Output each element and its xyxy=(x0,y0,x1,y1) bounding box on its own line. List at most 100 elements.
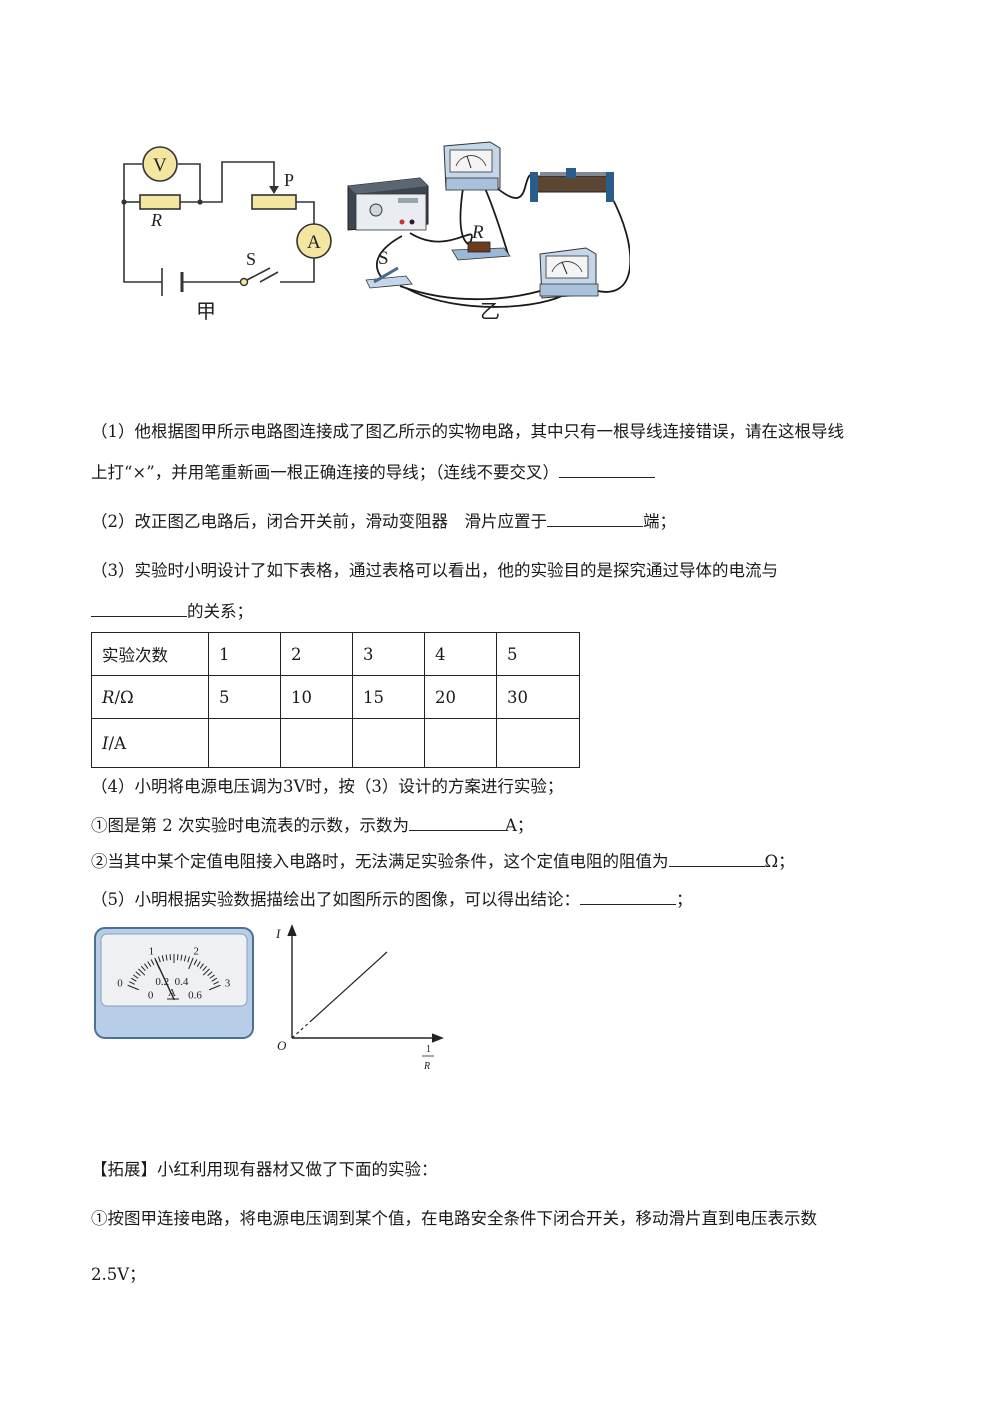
q4-1-suffix: A； xyxy=(505,816,534,835)
voltmeter-symbol xyxy=(142,146,178,182)
q3-line2: 的关系； xyxy=(91,600,253,623)
table-cell: 3 xyxy=(352,632,425,676)
switch-contact xyxy=(239,277,249,287)
rheostat-symbol xyxy=(251,194,297,210)
graph-origin-label: O xyxy=(277,1038,287,1053)
dial-tick xyxy=(209,984,221,991)
q4-2-text: ②当其中某个定值电阻接入电路时，无法满足实验条件，这个定值电阻的阻值为 xyxy=(91,852,669,871)
dial-bottom-scale-label: 0.4 xyxy=(175,976,189,988)
table-cell: 5 xyxy=(496,632,580,676)
dial-tick xyxy=(147,961,152,967)
dial-tick xyxy=(202,965,208,972)
dial-top-scale-label: 3 xyxy=(225,977,231,989)
switch-instrument xyxy=(365,266,413,289)
ammeter-instrument xyxy=(539,247,599,299)
battery-symbol xyxy=(161,268,184,296)
q3-line1: （3）实验时小明设计了如下表格，通过表格可以看出，他的实验目的是探究通过导体的电… xyxy=(91,561,778,580)
q4-1-answer-blank[interactable] xyxy=(409,814,505,831)
table-cell: 2 xyxy=(280,632,353,676)
q4-2-answer-blank[interactable] xyxy=(668,850,765,867)
extension-title: 【拓展】小红利用现有器材又做了下面的实验： xyxy=(91,1160,438,1179)
dial-tick xyxy=(187,956,191,963)
q5-answer-blank[interactable] xyxy=(580,888,676,905)
q1-line2: 上打“×”，并用笔重新画一根正确连接的导线；（连线不要交叉） xyxy=(91,461,655,484)
table-cell-current[interactable] xyxy=(496,718,580,768)
dial-tick xyxy=(180,954,183,961)
voltmeter-instrument xyxy=(443,141,501,191)
q2-answer-blank[interactable] xyxy=(547,510,643,527)
dial-tick xyxy=(127,984,139,991)
dial-tick xyxy=(129,981,135,985)
table-cell: 30 xyxy=(496,675,580,719)
physical-caption: 乙 xyxy=(480,301,500,323)
physical-resistor-label: R xyxy=(471,222,484,243)
table-cell-current[interactable] xyxy=(424,718,497,768)
graph-y-label: I xyxy=(275,926,281,941)
q5-text: （5）小明根据实验数据描绘出了如图所示的图像，可以得出结论： xyxy=(91,890,580,909)
q2-text: （2）改正图乙电路后，闭合开关前，滑动变阻器 滑片应置于 xyxy=(91,512,547,531)
dial-top-scale-label: 1 xyxy=(149,945,155,957)
rheostat-instrument xyxy=(530,168,614,202)
table-cell: 4 xyxy=(424,632,497,676)
dial-tick xyxy=(157,956,161,963)
q1-answer-blank[interactable] xyxy=(558,461,655,478)
ammeter-unit-label: A xyxy=(168,987,176,999)
ammeter-needle xyxy=(154,959,175,1001)
table-cell: 10 xyxy=(280,675,353,719)
dial-tick xyxy=(130,977,137,982)
table-row: I/A xyxy=(91,718,580,768)
dial-tick xyxy=(202,968,210,976)
extension-step1-line1: ①按图甲连接电路，将电源电压调到某个值，在电路安全条件下闭合开关，移动滑片直到电… xyxy=(91,1209,817,1228)
current-vs-inverse-resistance-graph: I O 1 R xyxy=(272,922,452,1081)
table-cell-current[interactable] xyxy=(352,718,425,768)
dial-tick xyxy=(183,955,187,962)
q3-answer-blank[interactable] xyxy=(91,600,187,617)
slider-label: P xyxy=(284,170,294,190)
dial-tick xyxy=(207,971,213,977)
dial-tick xyxy=(196,961,201,967)
dial-tick xyxy=(209,974,215,979)
dial-tick xyxy=(161,955,165,962)
circuit-schematic: V A R P S 甲 xyxy=(110,140,340,334)
row-header-current: I/A xyxy=(91,718,209,768)
q3-suffix: 的关系； xyxy=(187,602,253,621)
dial-top-scale-label: 0 xyxy=(117,977,123,989)
row-header-trials: 实验次数 xyxy=(91,632,209,676)
table-cell-current[interactable] xyxy=(208,718,281,768)
q2-suffix: 端； xyxy=(643,512,676,531)
dial-tick xyxy=(144,963,149,969)
q1-line1: （1）他根据图甲所示电路图连接成了图乙所示的实物电路，其中只有一根导线连接错误，… xyxy=(91,422,844,441)
table-cell: 1 xyxy=(208,632,281,676)
physical-switch-label: S xyxy=(378,248,389,269)
schematic-caption: 甲 xyxy=(196,301,216,323)
table-row: R/Ω 5 10 15 20 30 xyxy=(91,675,580,719)
table-cell: 20 xyxy=(424,675,497,719)
ammeter-label: A xyxy=(307,232,321,253)
q4-line: （4）小明将电源电压调为3V时，按（3）设计的方案进行实验； xyxy=(91,777,564,796)
table-cell-current[interactable] xyxy=(280,718,353,768)
resistor-board xyxy=(451,241,511,261)
extension-step1-line2: 2.5V； xyxy=(91,1265,146,1284)
q2-line: （2）改正图乙电路后，闭合开关前，滑动变阻器 滑片应置于 端； xyxy=(91,510,676,533)
graph-x-label-denominator: R xyxy=(423,1061,430,1072)
experiment-table: 实验次数 1 2 3 4 5 R/Ω 5 10 15 20 30 I/A xyxy=(91,632,580,768)
q5-suffix: ； xyxy=(676,890,693,909)
table-cell: 15 xyxy=(352,675,425,719)
resistor-label: R xyxy=(150,210,162,230)
graph-line-solid xyxy=(311,951,388,1021)
physical-circuit: R S 乙 xyxy=(340,138,632,332)
q5-line: （5）小明根据实验数据描绘出了如图所示的图像，可以得出结论： ； xyxy=(91,888,693,911)
dial-bottom-scale-label: 0 xyxy=(148,990,154,1002)
row-header-resistance: R/Ω xyxy=(91,675,209,719)
switch-label: S xyxy=(246,249,256,269)
dial-tick xyxy=(213,981,219,985)
dial-bottom-scale-label: 0.6 xyxy=(188,990,202,1002)
ammeter-symbol xyxy=(296,223,332,259)
voltmeter-label: V xyxy=(153,155,167,176)
graph-line-dashed xyxy=(291,1019,313,1039)
dial-tick xyxy=(133,974,139,979)
graph-x-label-numerator: 1 xyxy=(426,1044,431,1055)
